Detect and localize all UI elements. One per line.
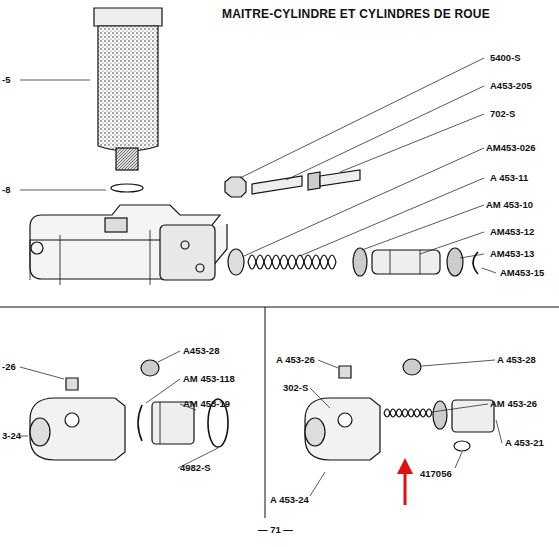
part-number: AM 453-26: [490, 398, 537, 409]
part-number: A 453-24: [270, 494, 309, 505]
part-number: A 453-11: [490, 172, 528, 183]
part-number: AM453-026: [486, 142, 536, 153]
part-number: -26: [2, 361, 16, 372]
part-number: A 453-28: [497, 354, 536, 365]
part-number: A453-205: [490, 80, 532, 91]
part-number: AM453-15: [500, 267, 544, 278]
page-number: — 71 —: [258, 524, 293, 535]
part-number: AM 453-10: [486, 199, 533, 210]
part-number: AM453-13: [490, 248, 534, 259]
part-number: 417056: [420, 468, 452, 479]
part-number: AM 453-19: [183, 398, 230, 409]
part-number: 702-S: [490, 108, 515, 119]
part-number: -8: [2, 184, 10, 195]
part-number: AM 453-118: [183, 373, 235, 384]
part-number: 5400-S: [490, 52, 521, 63]
part-number: 3-24: [2, 430, 21, 441]
part-number: A453-28: [183, 345, 219, 356]
page-title: MAITRE-CYLINDRE ET CYLINDRES DE ROUE: [222, 9, 490, 20]
part-number: AM453-12: [490, 226, 534, 237]
part-number: -5: [2, 74, 10, 85]
part-number: A 453-26: [276, 354, 315, 365]
part-number: 4982-S: [180, 462, 211, 473]
part-number: A 453-21: [505, 437, 544, 448]
part-number: 302-S: [283, 382, 308, 393]
